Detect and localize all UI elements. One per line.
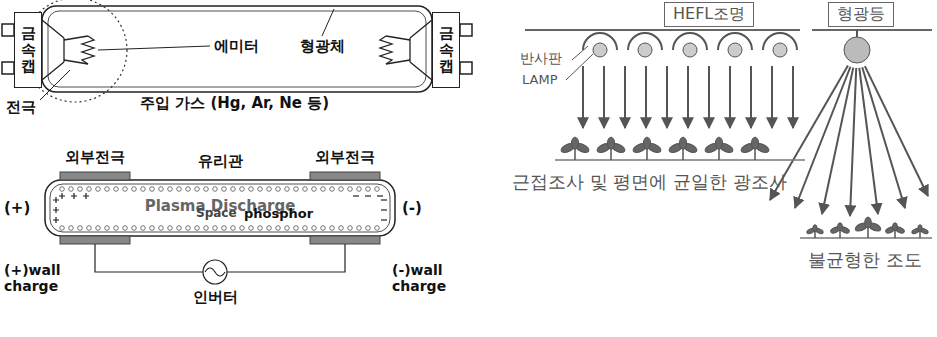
leader-lines-right <box>566 46 593 80</box>
part-name: 에미터 <box>214 37 259 56</box>
part-name: 인버터 <box>193 288 238 307</box>
title-box: 형광등 <box>828 2 894 27</box>
part-name: phosphor <box>244 206 313 221</box>
part-name: 형광체 <box>300 37 345 56</box>
caption-note: 불균형한 조도 <box>808 248 922 272</box>
metal-cap: 금속캡 <box>14 12 42 88</box>
part-name: 전극 <box>6 98 36 117</box>
fluorescent-lamp <box>770 30 928 216</box>
charge-label: (-)wall charge <box>392 262 454 294</box>
ceiling <box>525 29 932 31</box>
polarity-sign: (-) <box>402 199 422 217</box>
caption-note: 근접조사 및 평면에 균일한 광조사 <box>512 170 787 194</box>
wall-charge-signs <box>53 193 387 223</box>
cap-label: 금속캡 <box>439 25 454 75</box>
metal-cap: 금속캡 <box>432 12 460 88</box>
hefl-lamps <box>583 33 797 128</box>
part-name: 반사판 <box>520 50 562 68</box>
lamp-tube <box>2 6 472 92</box>
electrode-left <box>42 20 94 80</box>
electrode-right <box>380 20 432 80</box>
part-name: 외부전극 <box>65 148 125 167</box>
cap-label: 금속캡 <box>21 25 36 75</box>
leader-lines <box>40 9 334 100</box>
phosphor-dots <box>60 187 380 231</box>
box-title: 형광등 <box>837 4 885 23</box>
glass-tube <box>45 180 395 236</box>
part-name: 유리관 <box>198 152 243 171</box>
box-title: HEFL조명 <box>673 4 745 23</box>
inverter-wires <box>95 244 345 284</box>
region-name: Space <box>196 206 237 220</box>
external-electrodes <box>60 172 380 244</box>
title-box: HEFL조명 <box>664 2 754 27</box>
part-name: 주입 가스 (Hg, Ar, Ne 등) <box>140 94 329 113</box>
part-name: 외부전극 <box>315 148 375 167</box>
part-name: LAMP <box>522 72 558 87</box>
polarity-sign: (+) <box>4 199 30 217</box>
charge-label: (+)wall charge <box>4 262 66 294</box>
